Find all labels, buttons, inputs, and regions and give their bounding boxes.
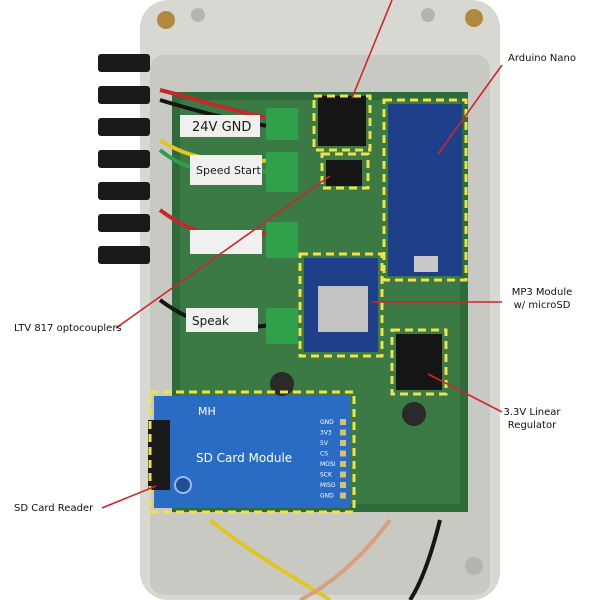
terminal-24v-text: 24V GND	[192, 120, 251, 135]
sd-pin-pad	[340, 471, 346, 478]
optocoupler-chip	[326, 160, 362, 186]
highlight-mp3	[298, 252, 384, 358]
sd-card-slot-icon	[148, 420, 170, 490]
highlight-optocoupler-1	[312, 94, 372, 152]
sd-module-title-text: SD Card Module	[196, 451, 292, 465]
sd-pin-pad	[340, 429, 346, 436]
callout-line-arduino	[437, 64, 503, 155]
capacitor-icon	[402, 402, 426, 426]
sd-pin-label: MISO	[320, 482, 336, 489]
mount-hole-icon	[174, 476, 192, 494]
label-regulator: 3.3V Linear Regulator	[492, 406, 572, 432]
sd-pin-pad	[340, 450, 346, 457]
microsd-slot-icon	[318, 286, 368, 332]
sd-pin-pad	[340, 492, 346, 499]
optocoupler-chip	[318, 96, 366, 146]
screw-terminals	[266, 108, 298, 344]
label-regulator-line1: 3.3V Linear	[503, 407, 561, 418]
label-mp3-line2: w/ microSD	[513, 300, 571, 311]
regulator-chip	[396, 334, 442, 390]
corner-screw-icon	[157, 11, 175, 29]
arduino-nano-board	[388, 104, 462, 276]
highlight-arduino	[382, 98, 468, 282]
sd-module-mh-text: MH	[198, 405, 216, 418]
usb-port-icon	[414, 256, 438, 272]
capacitor-icon	[270, 372, 294, 396]
label-arduino-nano: Arduino Nano	[508, 53, 576, 64]
terminal-speaker-text: Speak	[192, 314, 229, 328]
callout-lines	[101, 0, 503, 509]
mount-hole-icon	[191, 8, 205, 22]
side-connectors	[98, 54, 150, 264]
sd-pin-label: 5V	[320, 440, 329, 447]
corner-screw-icon	[465, 9, 483, 27]
callout-line-optocouplers	[115, 175, 331, 329]
highlight-boxes	[148, 94, 468, 514]
sd-pin-pad	[340, 461, 346, 467]
highlight-optocoupler-2	[320, 152, 370, 190]
sd-pin-label: 3V3	[320, 430, 332, 437]
label-sd-card-reader: SD Card Reader	[14, 503, 94, 514]
sd-pin-label: SCK	[320, 472, 333, 479]
corner-screw-icon	[465, 557, 483, 575]
sd-pin-label: GND	[320, 419, 334, 426]
sd-pin-label: MOSI	[320, 461, 336, 468]
sd-pin-pad	[340, 440, 346, 446]
label-mp3-line1: MP3 Module	[511, 287, 573, 298]
callout-line-regulator	[427, 373, 503, 413]
label-mp3-module: MP3 Module w/ microSD	[500, 286, 584, 312]
highlight-sd-reader	[148, 390, 356, 514]
callout-line-sd-reader	[101, 485, 157, 509]
highlight-regulator	[390, 328, 448, 396]
sd-pin-label: CS	[320, 451, 328, 458]
sd-pin-label: GND	[320, 493, 334, 500]
label-regulator-line2: Regulator	[507, 420, 557, 431]
mount-hole-icon	[421, 8, 435, 22]
sd-module-pin-labels: GND 3V3 5V CS MOSI SCK MISO GND	[320, 419, 346, 500]
sd-pin-pad	[340, 419, 346, 425]
sd-pin-pad	[340, 482, 346, 488]
terminal-speed-text: Speed Start	[196, 164, 262, 177]
label-optocouplers: LTV 817 optocouplers	[14, 323, 122, 334]
callout-line-top	[351, 0, 393, 99]
